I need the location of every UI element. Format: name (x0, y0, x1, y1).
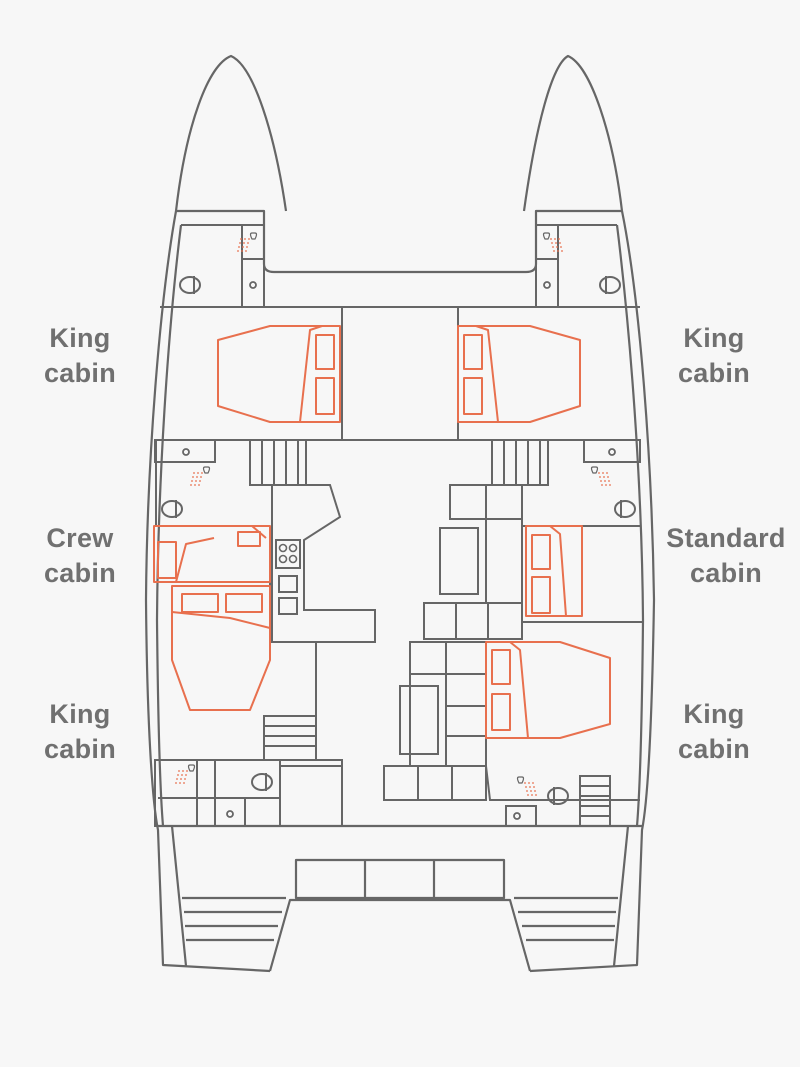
label-line: cabin (677, 358, 751, 388)
stove-icon (278, 543, 298, 564)
salon-structure (154, 307, 644, 827)
label-line: Standard (666, 523, 786, 553)
label-line: cabin (43, 558, 117, 588)
toilet-icon (179, 275, 201, 295)
label-line: King (49, 323, 111, 353)
toilet-icon (547, 786, 569, 806)
shower-icon (236, 232, 258, 253)
bed-king-left-bottom (171, 585, 271, 711)
shower-icon (542, 232, 564, 253)
label-line: cabin (43, 358, 117, 388)
bed-standard (525, 525, 583, 617)
shower-icon (174, 764, 196, 785)
label-line: cabin (43, 734, 117, 764)
sink-icon (608, 448, 616, 456)
label-right-bottom-cabin: King cabin (634, 697, 794, 767)
label-left-top-cabin: King cabin (0, 321, 160, 391)
label-left-bottom-cabin: King cabin (0, 697, 160, 767)
shower-icon (516, 776, 538, 797)
toilet-icon (161, 499, 183, 519)
bed-king-right-top (457, 325, 581, 423)
hull-outline (144, 54, 656, 973)
toilet-icon (599, 275, 621, 295)
label-line: Crew (46, 523, 114, 553)
front-heads (160, 224, 640, 308)
label-line: King (49, 699, 111, 729)
label-right-top-cabin: King cabin (634, 321, 794, 391)
label-left-middle-cabin: Crew cabin (0, 521, 160, 591)
sink-icon (182, 448, 190, 456)
shower-icon (590, 466, 612, 487)
beds (153, 325, 611, 739)
sink-icon (513, 812, 521, 820)
label-line: King (683, 323, 745, 353)
sink-icon (249, 281, 257, 289)
label-line: cabin (689, 558, 763, 588)
shower-icon (189, 466, 211, 487)
bed-crew (153, 525, 271, 583)
toilet-icon (614, 499, 636, 519)
bed-king-right-bottom (485, 641, 611, 739)
label-line: King (683, 699, 745, 729)
bed-king-left-top (217, 325, 341, 423)
toilet-icon (251, 772, 273, 792)
label-right-middle-cabin: Standard cabin (646, 521, 800, 591)
sink-icon (543, 281, 551, 289)
sink-icon (226, 810, 234, 818)
label-line: cabin (677, 734, 751, 764)
